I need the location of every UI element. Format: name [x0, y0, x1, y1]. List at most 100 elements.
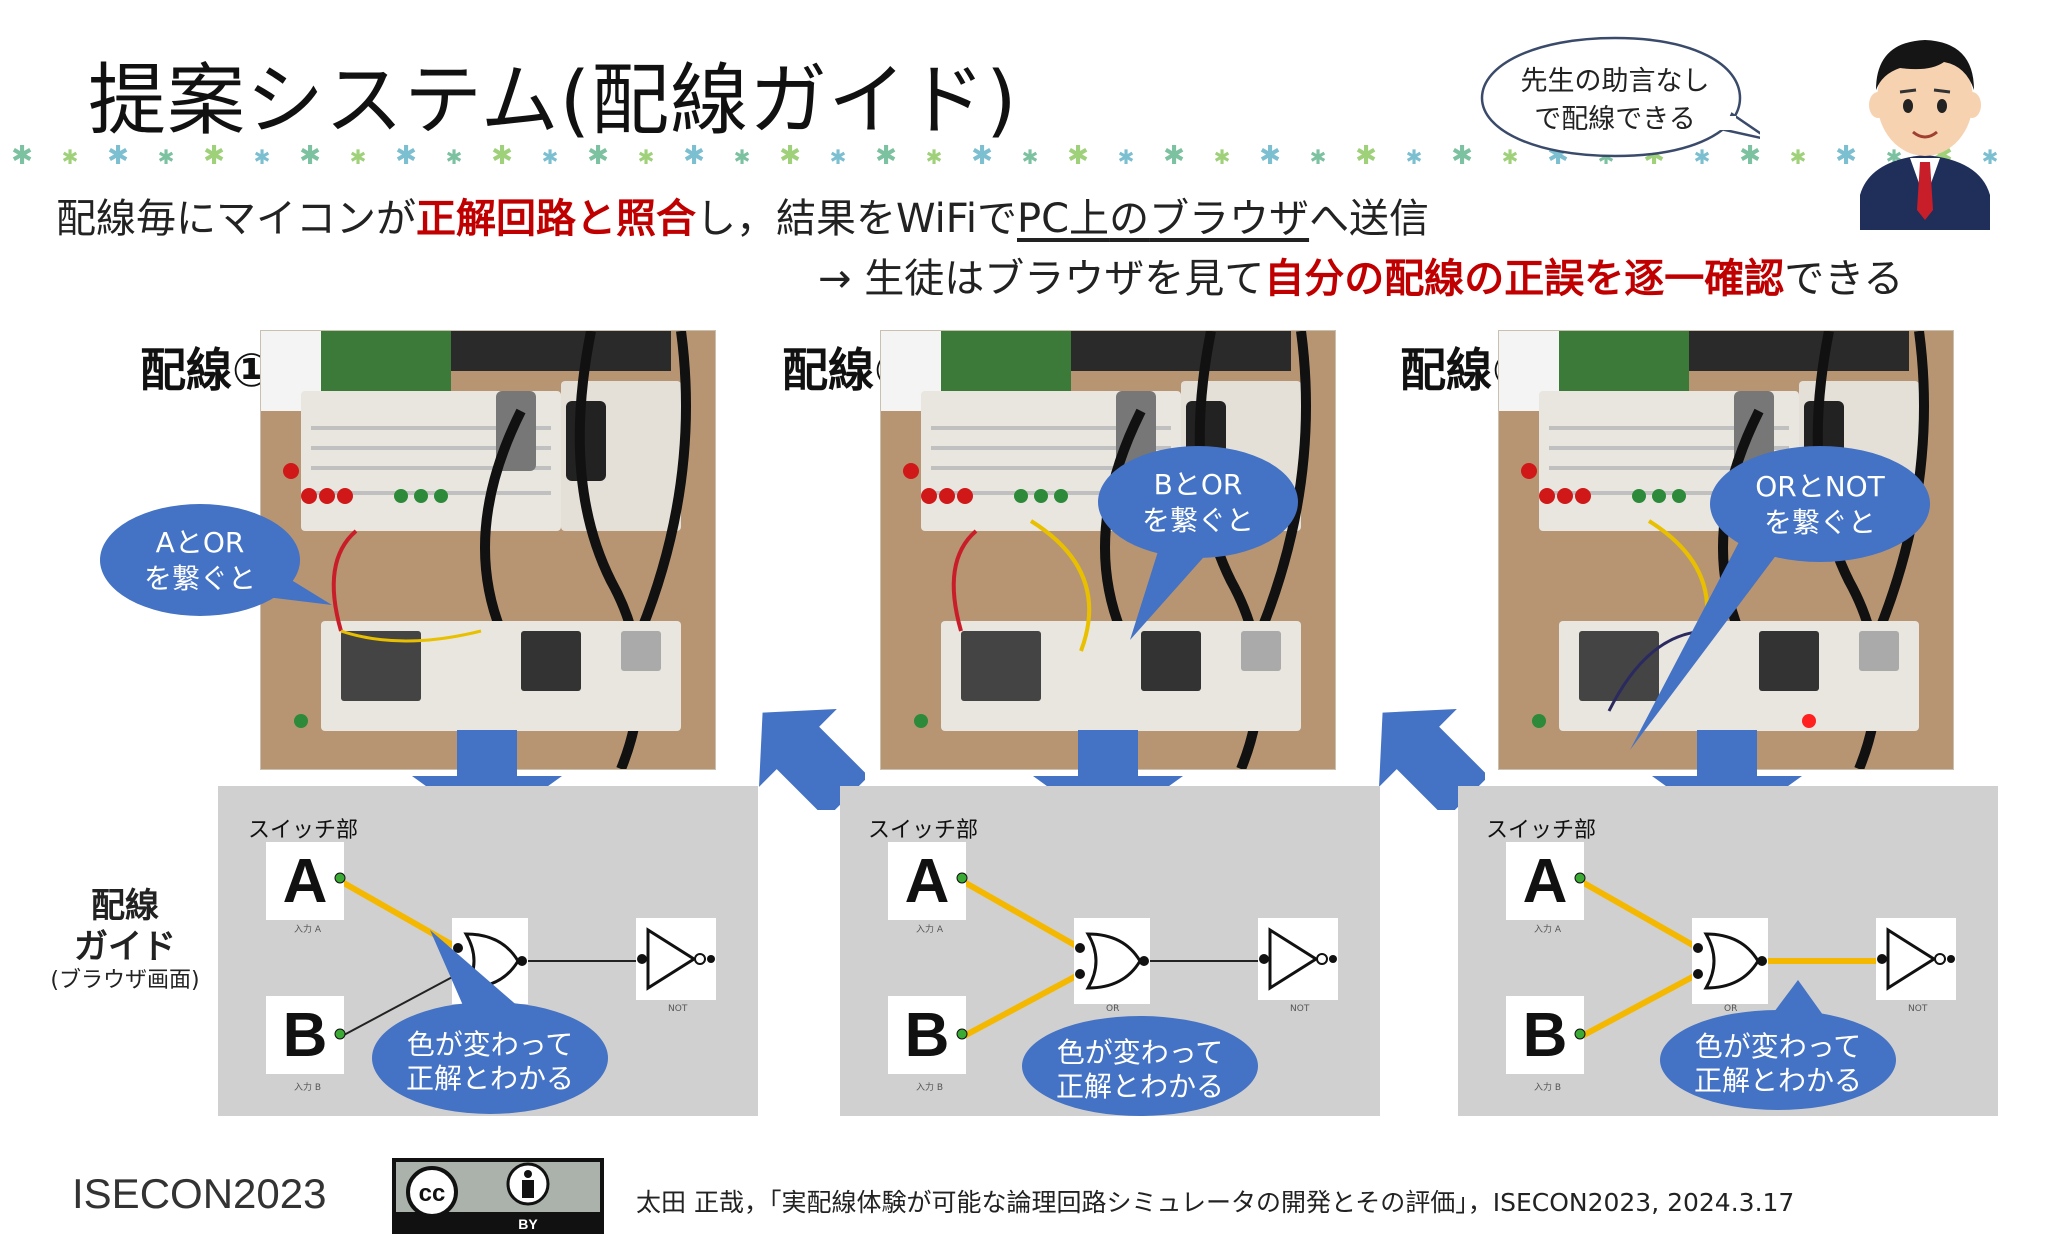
switch-a-1[interactable]: A [266, 842, 344, 920]
guide-callout-1: 色が変わって 正解とわかる [372, 930, 608, 1114]
or-caption-3: OR [1724, 1004, 1738, 1014]
star-glyph: ✱ [1214, 145, 1231, 169]
callout-3-line1: ORとNOT [1755, 470, 1885, 503]
star-glyph: ✱ [926, 145, 943, 169]
photo-callout-2: BとOR を繋ぐと [1098, 446, 1298, 640]
guide-label-line3: (ブラウザ画面) [50, 967, 200, 993]
star-glyph: ✱ [830, 145, 847, 169]
guide-callout-3: 色が変わって 正解とわかる [1660, 980, 1896, 1110]
callout-1-line2: を繋ぐと [144, 562, 256, 595]
description-line-2: → 生徒はブラウザを見て自分の配線の正誤を逐一確認できる [818, 246, 1903, 304]
guide-note-1-line2: 正解とわかる [406, 1062, 574, 1095]
guide-note-3-line2: 正解とわかる [1694, 1064, 1862, 1097]
description-line-1: 配線毎にマイコンが正解回路と照合し，結果をWiFiでPC上のブラウザへ送信 [56, 186, 1429, 244]
teacher-illustration [1860, 40, 1990, 230]
star-glyph: ✱ [1694, 145, 1711, 169]
callout-1-line1: AとOR [156, 526, 245, 559]
not-gate-3[interactable] [1876, 918, 1956, 1000]
pin-b-3[interactable] [1574, 1028, 1586, 1040]
star-glyph: ✱ [542, 145, 559, 169]
desc1-pc: PC上 [1017, 196, 1110, 242]
breadboard-drawing-2 [881, 331, 1335, 769]
star-glyph: ✱ [299, 141, 321, 171]
speech-line2: で配線できる [1534, 104, 1695, 135]
down-arrow-1 [412, 730, 562, 830]
switch-label-2: スイッチ部 [868, 818, 979, 843]
desc1-no: の [1109, 196, 1150, 242]
star-glyph: ✱ [350, 145, 367, 169]
star-glyph: ✱ [1982, 145, 1999, 169]
star-glyph: ✱ [875, 141, 897, 171]
desc1-c: し，結果をWiFiで [696, 196, 1017, 242]
star-glyph: ✱ [11, 141, 33, 171]
desc1-browser: ブラウザ [1149, 196, 1310, 242]
star-glyph: ✱ [203, 141, 225, 171]
switch-b-3[interactable]: B [1506, 996, 1584, 1074]
or-gate-3[interactable] [1692, 918, 1768, 1004]
guide-callout-2: 色が変わって 正解とわかる [1022, 1016, 1258, 1116]
guide-wires-1 [340, 879, 638, 1037]
pin-a-3[interactable] [1574, 872, 1586, 884]
star-glyph: ✱ [1022, 145, 1039, 169]
star-glyph: ✱ [158, 145, 175, 169]
star-glyph: ✱ [1835, 141, 1857, 171]
star-glyph: ✱ [1502, 145, 1519, 169]
guide-note-2-line1: 色が変わって [1057, 1036, 1224, 1069]
guide-note-1-line1: 色が変わって [407, 1028, 574, 1061]
not-gate-2[interactable] [1258, 918, 1338, 1000]
switch-a-2[interactable]: A [888, 842, 966, 920]
or-caption-2: OR [1106, 1004, 1120, 1014]
not-gate-1[interactable] [636, 918, 716, 1000]
or-gate-2[interactable] [1074, 918, 1150, 1004]
pin-a-1[interactable] [334, 872, 346, 884]
star-glyph: ✱ [1451, 141, 1473, 171]
star-glyph: ✱ [491, 141, 513, 171]
star-glyph: ✱ [1067, 141, 1089, 171]
pin-b-2[interactable] [956, 1028, 968, 1040]
speech-line1: 先生の助言なし [1521, 66, 1710, 97]
breadboard-drawing-1 [261, 331, 715, 769]
down-arrow-3 [1652, 730, 1802, 830]
desc1-highlight: 正解回路と照合 [416, 196, 696, 242]
cc-text: cc [419, 1180, 446, 1207]
star-glyph: ✱ [254, 145, 271, 169]
desc1-a: 配線毎にマイコンが [56, 196, 416, 242]
input-a-caption-2: 入力 A [916, 925, 944, 935]
star-glyph: ✱ [1790, 145, 1807, 169]
star-glyph: ✱ [1163, 141, 1185, 171]
pin-a-2[interactable] [956, 872, 968, 884]
star-glyph: ✱ [107, 141, 129, 171]
photo-callout-3: ORとNOT を繋ぐと [1630, 446, 1930, 750]
guide-label-line2: ガイド [74, 926, 176, 967]
star-glyph: ✱ [1355, 141, 1377, 171]
star-glyph: ✱ [779, 141, 801, 171]
star-glyph: ✱ [62, 145, 79, 169]
conference-name: ISECON2023 [72, 1170, 327, 1217]
switch-a-3[interactable]: A [1506, 842, 1584, 920]
star-glyph: ✱ [1310, 145, 1327, 169]
input-a-caption-3: 入力 A [1534, 925, 1562, 935]
down-arrow-2 [1033, 730, 1183, 830]
desc2-c: できる [1784, 256, 1904, 302]
star-glyph: ✱ [971, 141, 993, 171]
switch-b-2[interactable]: B [888, 996, 966, 1074]
input-b-caption-2: 入力 B [916, 1083, 944, 1093]
callout-2-line2: を繋ぐと [1142, 504, 1254, 537]
switch-b-1[interactable]: B [266, 996, 344, 1074]
guide-note-2-line2: 正解とわかる [1056, 1070, 1224, 1103]
star-glyph: ✱ [1406, 145, 1423, 169]
cc-by-license-badge: cc BY [392, 1158, 604, 1234]
desc2-a: → 生徒はブラウザを見て [818, 256, 1265, 302]
star-glyph: ✱ [1739, 141, 1761, 171]
not-caption-3: NOT [1908, 1004, 1928, 1014]
star-glyph: ✱ [587, 141, 609, 171]
guide-label-line1: 配線 [91, 886, 159, 926]
star-glyph: ✱ [446, 145, 463, 169]
guide-wires-3 [1580, 879, 1878, 1039]
pin-b-1[interactable] [334, 1028, 346, 1040]
page-title: 提案システム(配線ガイド) [88, 56, 1018, 146]
switch-label-1: スイッチ部 [248, 818, 359, 843]
star-glyph: ✱ [1259, 141, 1281, 171]
teacher-speech-bubble: 先生の助言なし で配線できる [1480, 36, 1760, 158]
not-caption-2: NOT [1290, 1004, 1310, 1014]
